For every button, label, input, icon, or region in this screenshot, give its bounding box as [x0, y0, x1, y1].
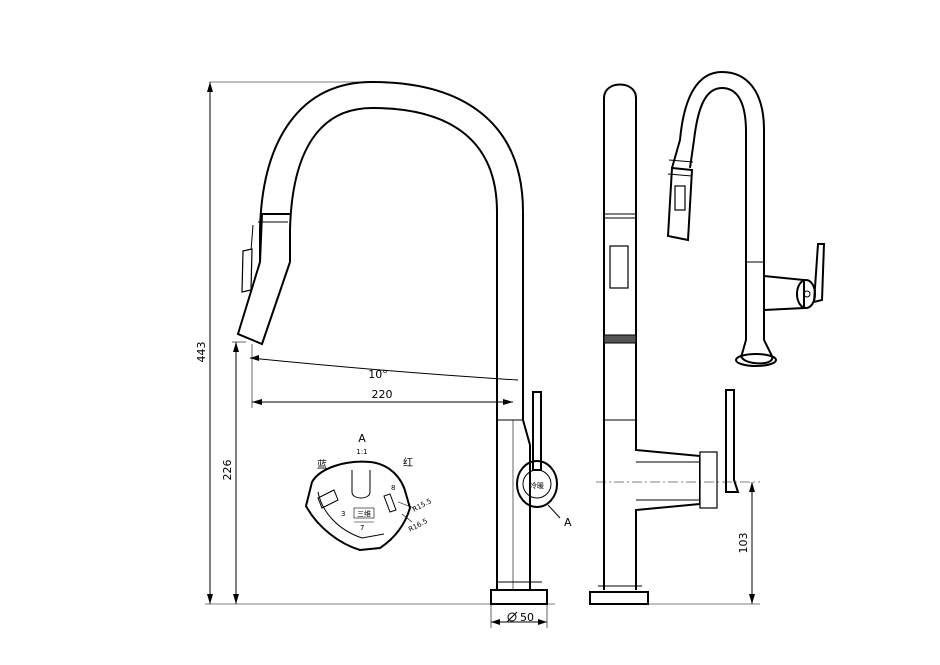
dim-10deg-label: 10°	[368, 368, 388, 381]
base-plate	[490, 589, 548, 605]
faucet-body	[496, 398, 531, 590]
dim-dia50-label: 50	[520, 611, 534, 624]
arrow-103-bottom	[749, 594, 755, 604]
mark-red: 红	[403, 456, 413, 469]
iso-cartridge-center	[803, 290, 811, 298]
side-aerator-ring	[603, 334, 637, 344]
iso-spray-head	[666, 166, 694, 242]
dim-103-label: 103	[737, 533, 750, 554]
dim-220-label: 220	[372, 388, 393, 401]
detail-r165-leader	[401, 513, 413, 523]
front-view: 冷暖 A	[236, 80, 572, 605]
isometric-view	[666, 70, 826, 367]
detail-slot	[351, 470, 371, 499]
iso-spray-button	[674, 185, 686, 211]
arrow-443-top	[207, 82, 213, 92]
detail-code-box	[353, 507, 375, 519]
handle-knob-inner	[522, 469, 552, 499]
side-spray-button	[609, 245, 629, 289]
detail-a: A 1:1 蓝 红 三维 8 3 7 R15.5 R16.5	[304, 432, 433, 552]
arrow-220-left	[252, 399, 262, 405]
arrow-dia-right	[538, 619, 547, 625]
arrow-226-top	[233, 342, 239, 352]
arrow-226-bottom	[233, 594, 239, 604]
iso-spout-outer	[671, 70, 765, 340]
iso-head-lines	[667, 159, 694, 177]
detail-inner-arc	[317, 491, 385, 539]
iso-base	[740, 339, 774, 365]
side-body	[603, 420, 701, 590]
arrow-10deg	[250, 355, 259, 361]
side-base-plate	[589, 591, 649, 605]
detail-title: A	[358, 432, 366, 445]
side-body-lines	[636, 461, 700, 501]
detail-r155-leader	[397, 501, 415, 509]
detail-code-label: 三维	[357, 509, 371, 518]
handle-knob-outer	[516, 460, 558, 508]
arrow-220-right	[503, 399, 513, 405]
detail-left-notch	[317, 489, 339, 509]
iso-spout-inner	[689, 86, 747, 340]
diameter-symbol-slash	[506, 611, 518, 623]
detail-dim-8: 8	[391, 484, 395, 492]
mark-blue: 蓝	[317, 459, 327, 471]
detail-dim-3: 3	[341, 510, 345, 518]
spray-head	[236, 213, 291, 346]
side-cartridge	[699, 451, 718, 509]
arrow-103-top	[749, 482, 755, 492]
side-spout-column	[603, 83, 637, 420]
arrow-443-bottom	[207, 594, 213, 604]
iso-base-plate	[735, 353, 777, 367]
iso-handle-lever	[812, 243, 826, 304]
detail-outline	[304, 460, 412, 552]
detail-pointer-leader	[547, 504, 561, 519]
spray-button	[241, 248, 253, 293]
detail-dim-r165: R16.5	[407, 517, 429, 534]
detail-right-tab	[383, 493, 397, 513]
detail-scale: 1:1	[356, 448, 367, 456]
detail-dim-r155: R15.5	[411, 497, 433, 514]
detail-dim-7: 7	[360, 524, 364, 532]
diameter-symbol	[507, 612, 517, 622]
dim-226-label: 226	[221, 460, 234, 481]
iso-cartridge	[796, 279, 816, 309]
handle-lever	[532, 391, 542, 471]
dim-443-label: 443	[195, 342, 208, 363]
arrow-dia-left	[491, 619, 500, 625]
detail-pointer-label: A	[564, 516, 572, 529]
dim-arc-10deg	[249, 357, 519, 381]
side-handle-lever	[725, 389, 740, 493]
spout-inner-contour	[289, 106, 498, 398]
front-dimensions: 443 226 10° 220 50	[195, 81, 555, 628]
side-view: 103	[589, 83, 760, 605]
spout-outer-contour	[259, 80, 524, 398]
knob-label: 冷暖	[530, 481, 544, 490]
